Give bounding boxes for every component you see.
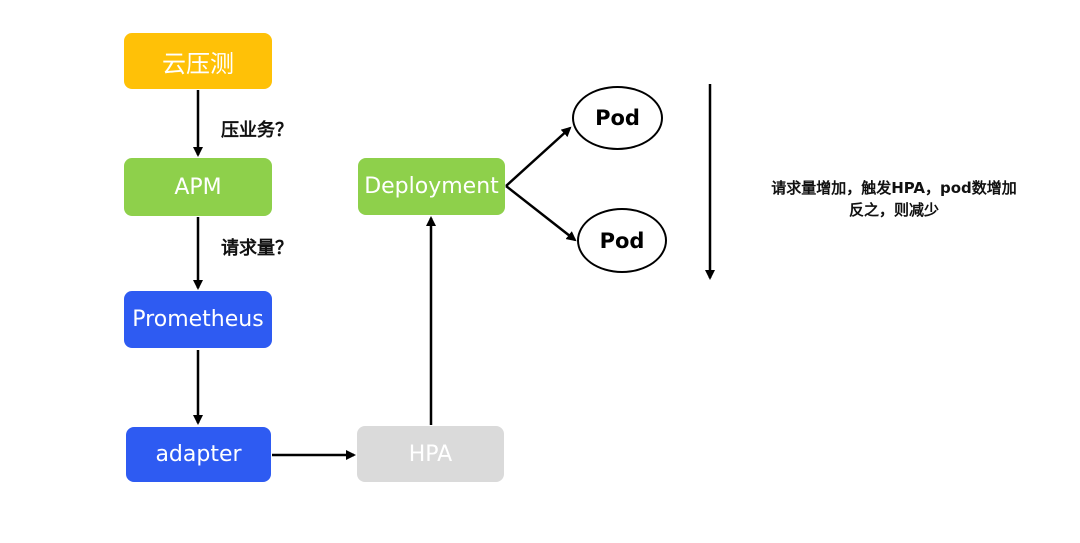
prometheus-node: Prometheus — [124, 291, 272, 348]
pod-node-top: Pod — [572, 86, 663, 150]
load-test-node: 云压测 — [124, 33, 272, 89]
hpa-node: HPA — [357, 426, 504, 482]
deployment-node: Deployment — [358, 158, 505, 215]
apm-node: APM — [124, 158, 272, 216]
scaling-note-line-1: 请求量增加，触发HPA，pod数增加 — [771, 179, 1017, 197]
adapter-node: adapter — [126, 427, 271, 482]
edge-label-request-volume: 请求量？ — [221, 238, 293, 259]
pod-node-bottom: Pod — [577, 208, 667, 273]
edge-label-load-business: 压业务？ — [221, 120, 293, 141]
arrow-deployment-to-pod-bottom — [505, 185, 577, 242]
scaling-note: 请求量增加，触发HPA，pod数增加 反之，则减少 — [724, 177, 1064, 221]
scaling-note-line-2: 反之，则减少 — [848, 201, 939, 219]
arrow-deployment-to-pod-top — [505, 126, 572, 187]
